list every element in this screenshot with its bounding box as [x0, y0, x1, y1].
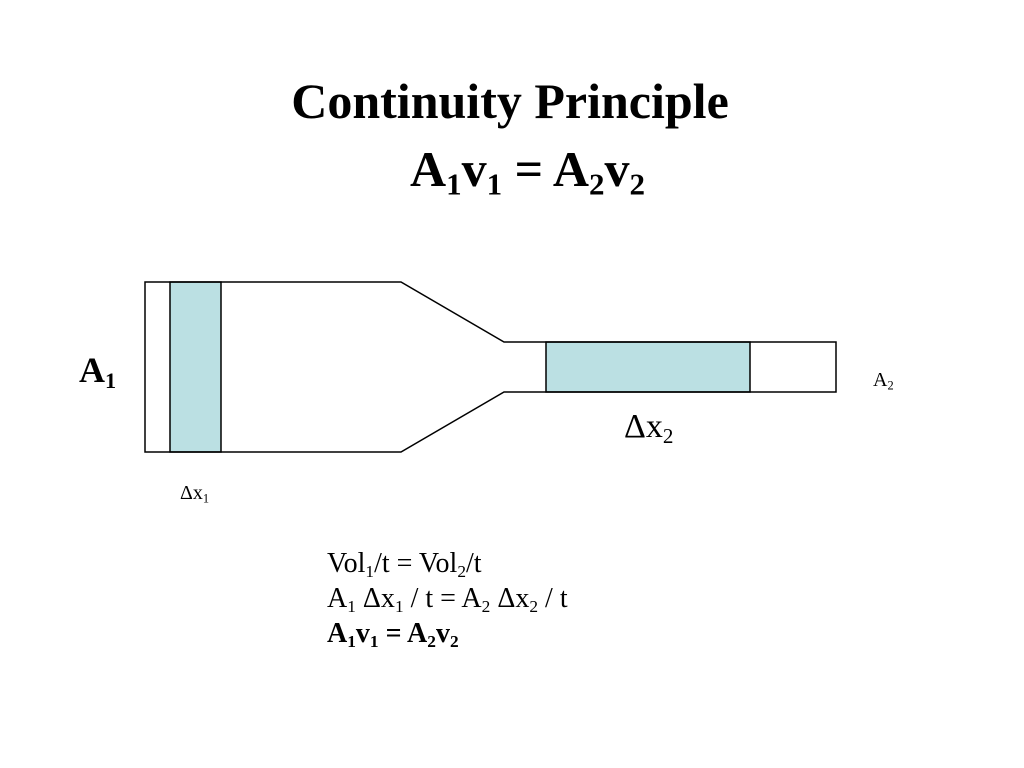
delta-x2-label: Δx2 [624, 408, 673, 446]
text-run: A [327, 618, 348, 649]
text-run: Δx [490, 583, 530, 614]
delta-x1-label: Δx1 [180, 482, 209, 505]
eq-v2: v [604, 141, 630, 197]
delta-x2-delta: Δ [624, 408, 646, 445]
area-1-label-main: A [79, 350, 105, 390]
derivation-line-displacement: A1 Δx1 / t = A2 Δx2 / t [327, 581, 568, 616]
text-run: Δx [355, 583, 395, 614]
pipe-outline [144, 281, 837, 453]
subscript: 1 [347, 631, 356, 651]
text-run: /t [466, 548, 482, 579]
text-run: A [327, 583, 348, 614]
delta-x2-subscript: 2 [662, 423, 674, 448]
volume-element-1 [169, 281, 222, 453]
slide-title: Continuity Principle [291, 73, 729, 129]
derivation-line-result: A1v1 = A2v2 [327, 616, 568, 651]
delta-x1-main: x [192, 482, 203, 504]
subscript: 2 [457, 561, 466, 581]
text-run: /t = Vol [374, 548, 458, 579]
subscript: 1 [365, 561, 375, 581]
subscript: 2 [449, 631, 459, 651]
derivation-block: Vol1/t = Vol2/t A1 Δx1 / t = A2 Δx2 / t … [327, 546, 568, 651]
eq-v2-subscript: 2 [629, 166, 645, 202]
text-run: = A [378, 618, 428, 649]
delta-x1-subscript: 1 [202, 491, 210, 506]
volume-element-2 [545, 341, 751, 393]
delta-x1-delta: Δ [180, 482, 193, 504]
area-2-label-subscript: 2 [887, 378, 894, 393]
subscript: 1 [394, 596, 404, 616]
delta-x2-main: x [645, 408, 663, 445]
area-1-label: A1 [79, 349, 117, 394]
text-run: / t = A [403, 583, 482, 614]
text-run: Vol [327, 548, 366, 579]
subscript: 1 [369, 631, 379, 651]
subscript: 2 [529, 596, 539, 616]
eq-equals: = [502, 141, 553, 197]
eq-a1-subscript: 1 [446, 166, 462, 202]
area-2-label: A2 [873, 369, 894, 392]
subscript: 1 [347, 596, 356, 616]
text-run: v [435, 618, 450, 649]
eq-a2: A [552, 141, 589, 197]
subscript: 2 [427, 631, 436, 651]
title-equation: A1v1 = A2v2 [410, 140, 645, 200]
text-run: v [355, 618, 370, 649]
subscript: 2 [481, 596, 491, 616]
eq-v1: v [461, 141, 487, 197]
text-run: / t [538, 583, 568, 614]
area-1-label-subscript: 1 [105, 368, 117, 394]
derivation-line-volume: Vol1/t = Vol2/t [327, 546, 568, 581]
eq-a1: A [410, 141, 447, 197]
eq-v1-subscript: 1 [486, 166, 503, 202]
eq-a2-subscript: 2 [588, 166, 605, 202]
area-2-label-main: A [873, 369, 888, 391]
